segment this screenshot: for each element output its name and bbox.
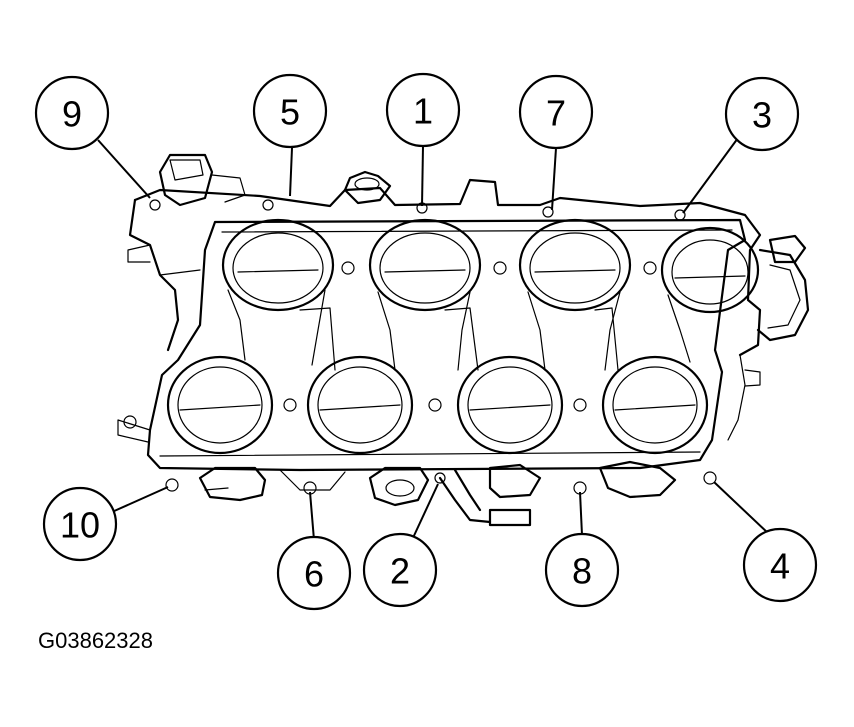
leader-9 [97,139,151,199]
figure-id-label: G03862328 [38,628,153,653]
leader-10 [111,486,169,513]
callout-8-label: 8 [572,551,592,592]
callout-7: 7 [518,74,594,150]
callout-9-label: 9 [62,94,82,135]
upper-intake-ports [221,218,760,314]
callout-3: 3 [724,76,800,152]
callout-3-label: 3 [752,95,772,136]
leader-8 [579,491,583,536]
intake-runners [227,289,691,371]
leader-6 [309,491,315,541]
callout-8: 8 [544,532,620,608]
callout-1-label: 1 [413,91,433,132]
callout-5-label: 5 [280,92,300,133]
callout-2: 2 [362,532,438,608]
bolt-holes [123,199,717,495]
callout-10-label: 10 [60,505,100,546]
leader-1 [421,145,424,207]
leader-3 [682,137,739,214]
intake-manifold-illustration [117,153,810,527]
callout-2-label: 2 [390,551,410,592]
leader-5 [289,147,293,197]
callout-5: 5 [252,73,328,149]
callout-10: 10 [42,486,118,562]
callout-6: 6 [276,535,352,611]
callout-9: 9 [34,75,110,151]
callout-4: 4 [742,527,818,603]
lower-intake-ports [166,355,709,455]
callout-7-label: 7 [546,93,566,134]
callout-4-label: 4 [770,546,790,587]
leader-2 [411,483,439,541]
callout-1: 1 [385,72,461,148]
leader-lines [97,137,771,541]
leader-7 [551,147,557,211]
callout-6-label: 6 [304,554,324,595]
leader-4 [713,481,771,536]
